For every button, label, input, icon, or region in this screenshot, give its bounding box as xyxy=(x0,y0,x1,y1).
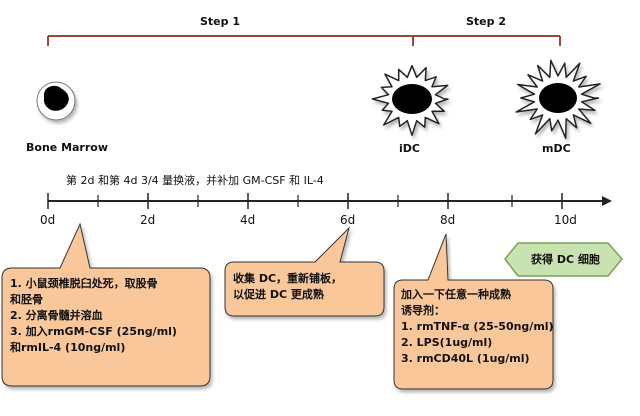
callout-day0-line: 和胫骨 xyxy=(10,293,43,306)
step2-label: Step 2 xyxy=(466,15,506,28)
bone-marrow-label: Bone Marrow xyxy=(26,141,109,154)
timeline-tick-label: 6d xyxy=(340,213,356,227)
callout-day8-line: 1. rmTNF-α (25-50ng/ml) xyxy=(401,320,554,333)
callout-day6-line: 以促进 DC 更成熟 xyxy=(233,288,324,301)
callout-day0-line: 2. 分离骨髓并溶血 xyxy=(10,309,103,322)
callout-day6-text: 收集 DC，重新铺板， 以促进 DC 更成熟 xyxy=(233,271,342,303)
mdc-cell xyxy=(515,59,601,139)
dc-cell-nucleus xyxy=(539,83,577,113)
callout-day0-line: 和rmIL-4 (10ng/ml) xyxy=(10,341,126,354)
dc-cell-nucleus xyxy=(392,84,432,114)
callout-day8-text: 加入一下任意一种成熟 诱导剂： 1. rmTNF-α (25-50ng/ml) … xyxy=(401,287,554,367)
callout-day0-line: 3. 加入rmGM-CSF (25ng/ml) xyxy=(10,325,177,338)
result-badge-shape xyxy=(504,242,623,277)
bone-marrow-cell xyxy=(36,81,76,121)
callout-day8-line: 2. LPS(1ug/ml) xyxy=(401,336,493,349)
timeline-tick-label: 0d xyxy=(40,213,56,227)
idc-label: iDC xyxy=(399,142,420,155)
step1-label: Step 1 xyxy=(200,15,240,28)
mdc-label: mDC xyxy=(542,142,571,155)
callout-day0-text: 1. 小鼠颈椎脱臼处死，取股骨 和胫骨 2. 分离骨髓并溶血 3. 加入rmGM… xyxy=(10,276,177,356)
timeline-tick-label: 10d xyxy=(554,213,577,227)
timeline-tick-label: 8d xyxy=(440,213,456,227)
timeline-tick-label: 2d xyxy=(140,213,156,227)
step-brackets xyxy=(47,35,561,46)
timeline xyxy=(47,193,612,209)
callout-day8-line: 3. rmCD40L (1ug/ml) xyxy=(401,352,530,365)
callout-day8-line: 加入一下任意一种成熟 xyxy=(401,288,511,301)
callout-day6-shape xyxy=(224,226,385,317)
callout-day8-shape xyxy=(393,233,554,390)
timeline-ticks xyxy=(47,193,563,209)
callout-day0-line: 1. 小鼠颈椎脱臼处死，取股骨 xyxy=(10,277,158,290)
callout-day8-line: 诱导剂： xyxy=(401,304,445,317)
timeline-arrowhead xyxy=(602,196,612,206)
idc-cell xyxy=(371,64,449,137)
timeline-tick-label: 4d xyxy=(240,213,256,227)
timeline-header-text: 第 2d 和第 4d 3/4 量换液，并补加 GM-CSF 和 IL-4 xyxy=(66,174,324,187)
result-badge-text: 获得 DC 细胞 xyxy=(531,253,600,266)
callout-day0-shape xyxy=(1,222,211,387)
callout-day6-line: 收集 DC，重新铺板， xyxy=(233,272,343,285)
